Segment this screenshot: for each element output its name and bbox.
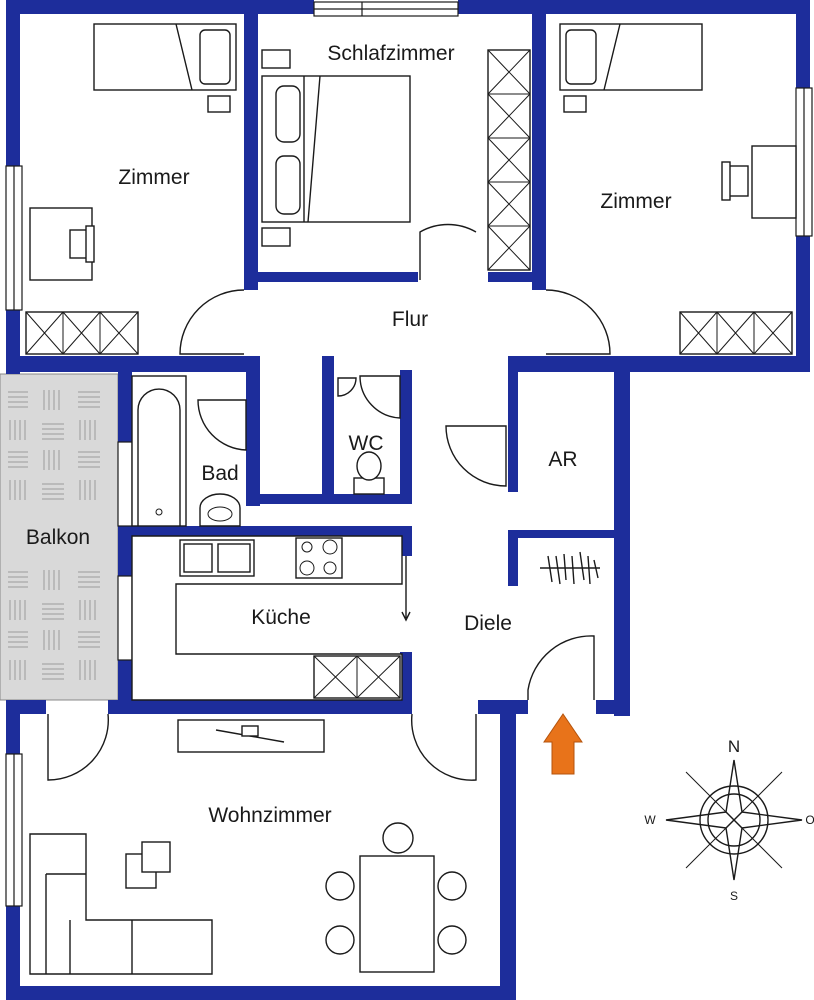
room-label-zimmer-left: Zimmer [118,166,189,189]
bed-left [93,23,237,113]
compass-north-label: N [728,737,740,756]
wardrobe-bedroom [487,49,531,271]
coffee-table [125,841,171,889]
compass-south-label: S [730,889,738,903]
wardrobe-left [25,311,139,355]
compass-west-label: W [644,813,656,827]
room-label-balkon: Balkon [26,526,90,549]
room-label-kueche: Küche [251,606,311,629]
room-label-diele: Diele [464,612,512,635]
doors [47,223,611,781]
kitchen-counter [131,535,403,701]
compass-rose: N S W O [644,737,814,903]
room-labels: Zimmer Schlafzimmer Zimmer Flur Bad WC A… [26,42,672,827]
desk-left [29,207,95,281]
windows [5,1,813,907]
coat-rack [540,551,600,585]
room-label-zimmer-right: Zimmer [600,190,671,213]
bathtub [131,375,187,527]
dining-set [325,822,467,973]
entrance-arrow [543,713,583,775]
toilet [337,377,385,495]
sideboard [177,719,325,753]
balcony-area [0,373,119,701]
room-label-bad: Bad [201,462,238,485]
wardrobe-right [679,311,793,355]
double-bed [261,49,411,247]
room-label-schlafzimmer: Schlafzimmer [327,42,454,65]
room-label-flur: Flur [392,308,428,331]
sofa [29,833,213,975]
desk-right [721,145,797,219]
bed-right [559,23,703,113]
room-label-wc: WC [349,432,384,455]
room-label-wohnzimmer: Wohnzimmer [208,804,331,827]
compass-east-label: O [805,813,814,827]
washbasin [199,493,241,527]
room-label-ar: AR [548,448,577,471]
balcony-tile-pattern [8,390,100,680]
